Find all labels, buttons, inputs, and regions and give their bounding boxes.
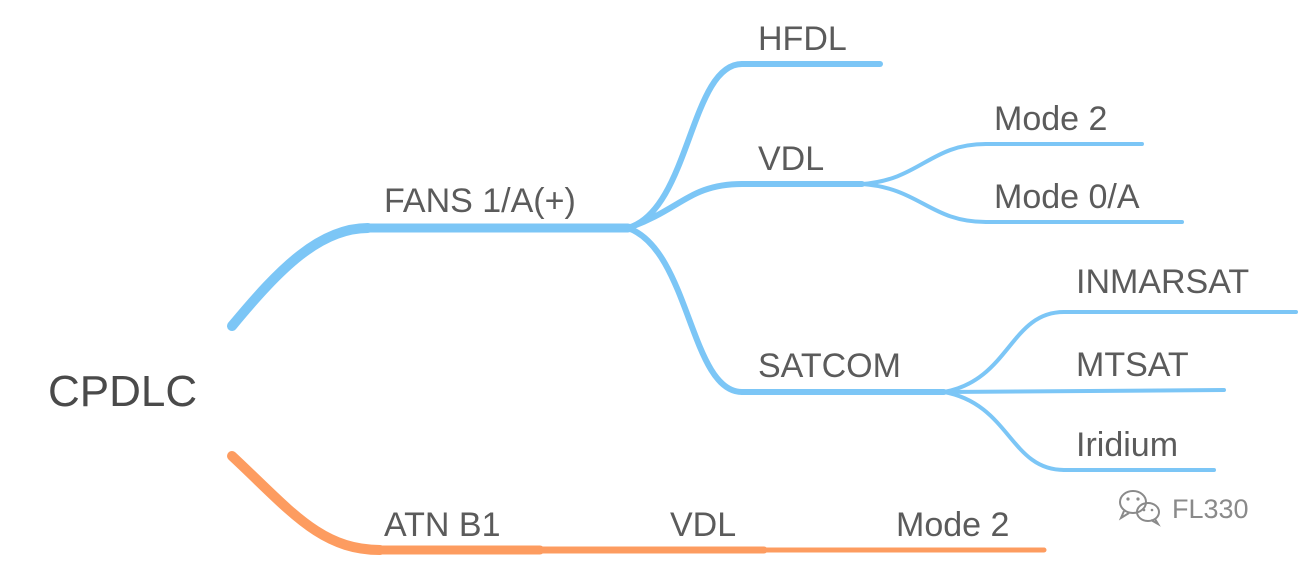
watermark-text: FL330 [1172, 494, 1249, 524]
connector-vdl-mode0a [860, 182, 988, 224]
branch-fans-connectors [227, 61, 947, 395]
connector-vdl-mode2 [860, 142, 988, 186]
connector-satcom-iridium [942, 390, 1066, 472]
atn-label: ATN B1 [384, 506, 501, 544]
iridium-label: Iridium [1076, 426, 1178, 464]
connector-root-atn [227, 451, 385, 555]
fans-label: FANS 1/A(+) [384, 182, 576, 220]
mtsat-label: MTSAT [1076, 346, 1189, 384]
hfdl-label: HFDL [758, 20, 847, 58]
vdl-mode2-label: Mode 2 [994, 100, 1107, 138]
vdl-mode0a-label: Mode 0/A [994, 178, 1140, 216]
branch-atn-connectors [227, 451, 1047, 555]
vdl-label: VDL [758, 140, 824, 178]
atn-mode2-label: Mode 2 [896, 506, 1009, 544]
connector-fans-vdl [625, 181, 745, 231]
inmarsat-label: INMARSAT [1076, 263, 1249, 301]
root-label: CPDLC [48, 367, 197, 416]
connector-fans-hfdl [625, 61, 745, 231]
connector-satcom-inmarsat [942, 310, 1066, 394]
connector-satcom-mtsat [942, 388, 1226, 394]
satcom-connectors [942, 310, 1298, 472]
satcom-label: SATCOM [758, 347, 901, 385]
vdl-connectors [860, 142, 1184, 224]
connector-root-fans [227, 223, 373, 331]
wechat-icon [1118, 490, 1161, 527]
watermark: FL330 [1118, 490, 1249, 527]
connector-fans-satcom [625, 225, 745, 395]
atn-vdl-label: VDL [670, 506, 736, 544]
